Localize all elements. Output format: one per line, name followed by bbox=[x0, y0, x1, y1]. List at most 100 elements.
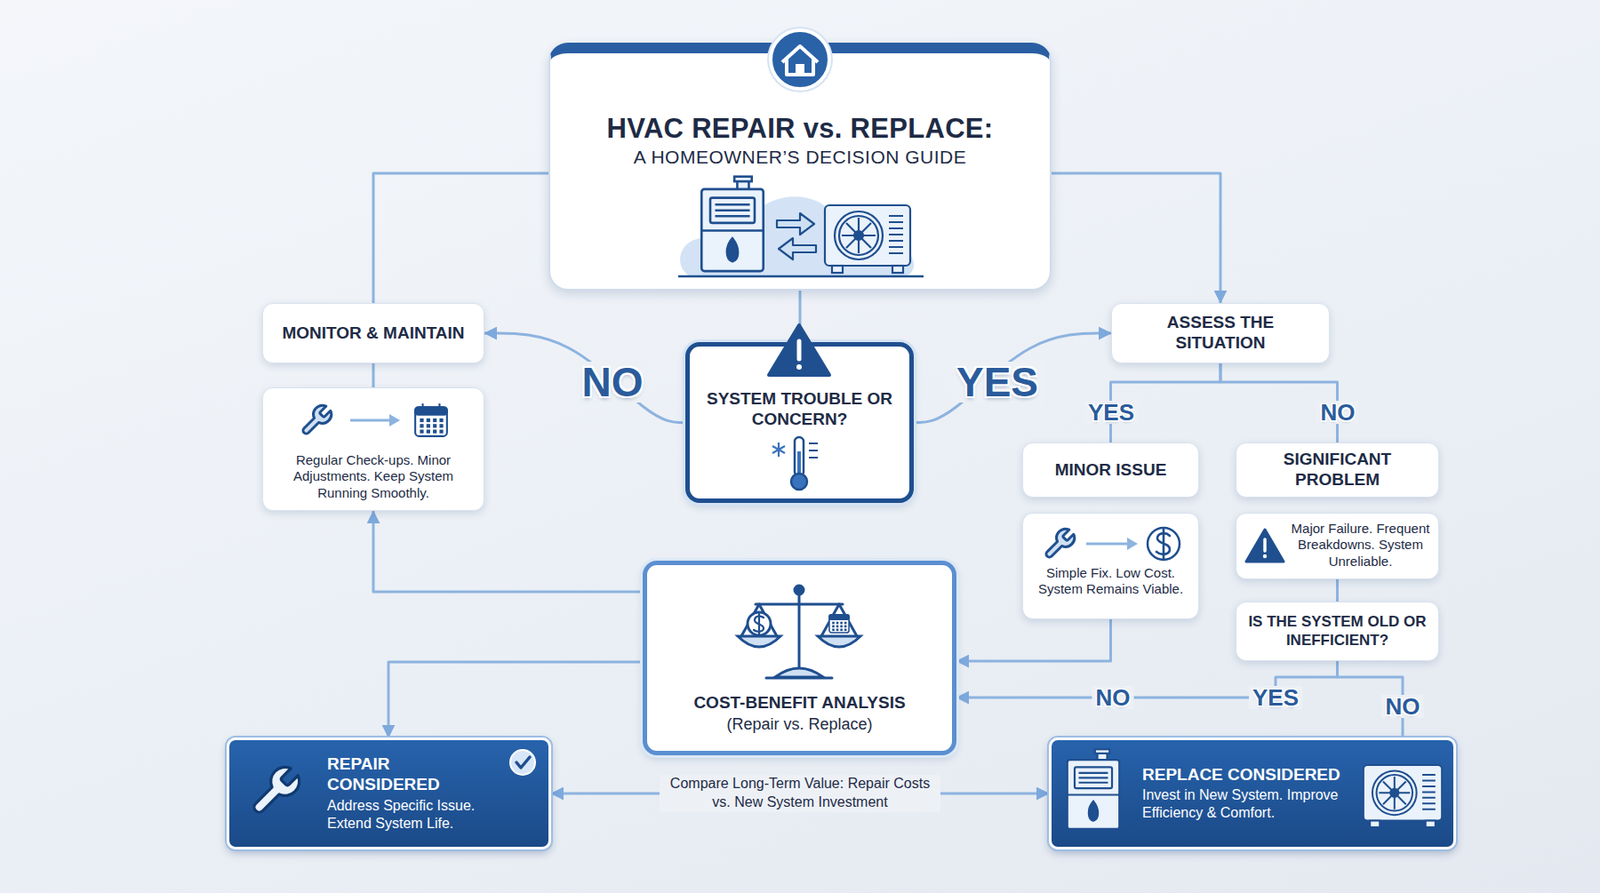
balance-scale-icon bbox=[753, 614, 764, 635]
hvac-illustration bbox=[824, 205, 911, 273]
warning-icon bbox=[797, 341, 802, 360]
ac-unit-icon bbox=[1363, 765, 1442, 828]
node-heading: REPAIR CONSIDERED bbox=[327, 754, 504, 796]
simple-fix-icons bbox=[1086, 543, 1129, 546]
decision-box: SYSTEM TROUBLE OR CONCERN? bbox=[685, 342, 914, 504]
connector bbox=[484, 333, 686, 424]
step-box: ASSESS THE SITUATION bbox=[1111, 303, 1330, 364]
connector bbox=[373, 173, 549, 304]
node-heading: Simple Fix. Low Cost. System Remains Via… bbox=[1030, 565, 1192, 599]
node-heading: SIGNIFICANT PROBLEM bbox=[1243, 449, 1432, 491]
thermometer-icon bbox=[772, 442, 785, 457]
thermometer-icon bbox=[772, 437, 818, 490]
edge-label: NO bbox=[1317, 400, 1360, 424]
detail-box: Major Failure. Frequent Breakdowns. Syst… bbox=[1235, 512, 1440, 580]
connector bbox=[373, 511, 643, 592]
simple-fix-icons bbox=[1156, 529, 1170, 559]
calendar-icon bbox=[829, 612, 849, 633]
warning-icon bbox=[1263, 554, 1267, 559]
step-box: SIGNIFICANT PROBLEM bbox=[1235, 442, 1440, 498]
maintenance-icons bbox=[389, 414, 400, 427]
detail-box: Regular Check-ups. Minor Adjustments. Ke… bbox=[262, 387, 485, 512]
balance-scale-icon bbox=[817, 636, 861, 648]
maintenance-icons bbox=[415, 403, 448, 437]
connector bbox=[956, 619, 1112, 662]
edge-label: NO bbox=[576, 361, 649, 403]
balance-scale-icon bbox=[737, 585, 861, 679]
connector bbox=[1336, 579, 1339, 602]
warning-icon bbox=[1246, 529, 1284, 562]
outcome-box: REPLACE CONSIDEREDInvest in New System. … bbox=[1048, 737, 1456, 850]
hvac-illustration bbox=[678, 176, 924, 277]
maintenance-icons bbox=[303, 405, 332, 434]
balance-scale-icon bbox=[798, 593, 801, 672]
step-box: MONITOR & MAINTAIN bbox=[262, 303, 485, 364]
edge-label: Compare Long-Term Value: Repair Costs vs… bbox=[659, 775, 941, 813]
furnace-icon bbox=[1067, 749, 1120, 830]
balance-scale-icon bbox=[737, 636, 781, 648]
house-badge bbox=[782, 46, 818, 75]
node-heading: ASSESS THE SITUATION bbox=[1120, 312, 1320, 354]
edge-label: YES bbox=[1248, 686, 1303, 710]
house-badge bbox=[795, 64, 805, 75]
node-body: (Repair vs. Replace) bbox=[656, 714, 944, 736]
edge-label: YES bbox=[1084, 400, 1138, 424]
node-body: A HOMEOWNER’S DECISION GUIDE bbox=[564, 144, 1036, 169]
edge-label: YES bbox=[951, 361, 1044, 403]
node-heading: SYSTEM TROUBLE OR CONCERN? bbox=[700, 389, 899, 431]
analysis-box: COST-BENEFIT ANALYSIS(Repair vs. Replace… bbox=[642, 560, 957, 756]
connector bbox=[1051, 173, 1221, 304]
house-badge bbox=[770, 30, 830, 89]
warning-icon bbox=[1263, 539, 1267, 552]
warning-icon bbox=[768, 325, 830, 376]
hvac-illustration bbox=[778, 238, 816, 260]
hvac-illustration bbox=[776, 213, 815, 235]
balance-scale-icon bbox=[794, 585, 804, 595]
hvac-illustration bbox=[701, 176, 763, 272]
maintenance-icons bbox=[350, 419, 392, 423]
house-badge bbox=[767, 26, 833, 93]
check-badge bbox=[510, 750, 536, 776]
node-heading: REPLACE CONSIDERED bbox=[1142, 765, 1354, 786]
hvac-illustration bbox=[678, 275, 924, 279]
title-box: HVAC REPAIR vs. REPLACE:A HOMEOWNER’S DE… bbox=[548, 42, 1052, 291]
balance-scale-icon bbox=[775, 668, 824, 678]
connector bbox=[388, 662, 643, 738]
node-heading: Regular Check-ups. Minor Adjustments. Ke… bbox=[272, 452, 475, 502]
thermometer-icon bbox=[808, 443, 818, 458]
house-badge bbox=[767, 26, 833, 93]
decision-box: IS THE SYSTEM OLD OR INEFFICIENT? bbox=[1235, 601, 1440, 662]
simple-fix-icons bbox=[1147, 528, 1180, 560]
simple-fix-icons bbox=[1046, 528, 1075, 558]
detail-box: Simple Fix. Low Cost. System Remains Via… bbox=[1022, 512, 1200, 620]
warning-icon bbox=[1246, 529, 1284, 562]
balance-scale-icon bbox=[741, 604, 857, 637]
node-heading: Major Failure. Frequent Breakdowns. Syst… bbox=[1289, 520, 1432, 570]
balance-scale-icon bbox=[747, 612, 771, 636]
simple-fix-icons bbox=[1046, 528, 1180, 560]
connector bbox=[372, 363, 376, 388]
node-body: Address Specific Issue. Extend System Li… bbox=[327, 797, 504, 833]
outcome-box: REPAIR CONSIDEREDAddress Specific Issue.… bbox=[226, 737, 552, 850]
node-heading: IS THE SYSTEM OLD OR INEFFICIENT? bbox=[1243, 613, 1432, 650]
connector bbox=[913, 333, 1112, 424]
balance-scale-icon bbox=[755, 603, 843, 607]
maintenance-icons bbox=[303, 403, 448, 437]
node-body: Invest in New System. Improve Efficiency… bbox=[1142, 786, 1354, 823]
warning-icon bbox=[796, 364, 802, 370]
hvac-illustration bbox=[680, 196, 914, 276]
node-heading: MONITOR & MAINTAIN bbox=[272, 323, 475, 344]
step-box: MINOR ISSUE bbox=[1022, 442, 1200, 498]
thermometer-icon bbox=[794, 437, 804, 477]
check-badge bbox=[510, 750, 536, 776]
node-heading: HVAC REPAIR vs. REPLACE: bbox=[564, 112, 1036, 145]
check-badge bbox=[516, 757, 530, 768]
balance-scale-icon bbox=[766, 677, 832, 680]
connector bbox=[799, 290, 802, 343]
branch-label: NO bbox=[1092, 686, 1135, 710]
node-heading: MINOR ISSUE bbox=[1030, 460, 1192, 481]
wrench-icon bbox=[254, 767, 300, 813]
thermometer-icon bbox=[797, 451, 801, 477]
warning-icon bbox=[768, 325, 830, 376]
